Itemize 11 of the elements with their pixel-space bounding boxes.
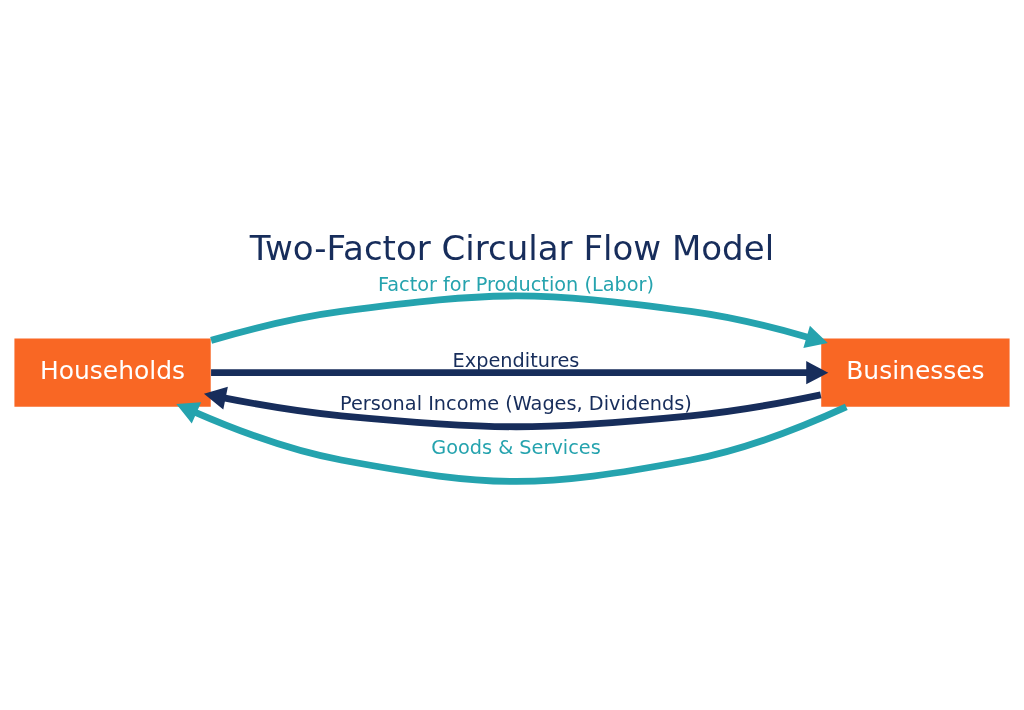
arrow [176, 402, 848, 485]
edge-label: Goods & Services [431, 435, 601, 459]
node-box: Businesses [821, 338, 1010, 407]
edge-label: Personal Income (Wages, Dividends) [340, 391, 692, 415]
arrow [210, 292, 828, 348]
edge-label: Expenditures [452, 348, 580, 372]
node-box: Households [14, 338, 211, 407]
edge-label: Factor for Production (Labor) [377, 272, 655, 296]
diagram-title: Two-Factor Circular Flow Model [249, 228, 775, 269]
arrow [211, 361, 829, 385]
arrow [203, 386, 822, 431]
